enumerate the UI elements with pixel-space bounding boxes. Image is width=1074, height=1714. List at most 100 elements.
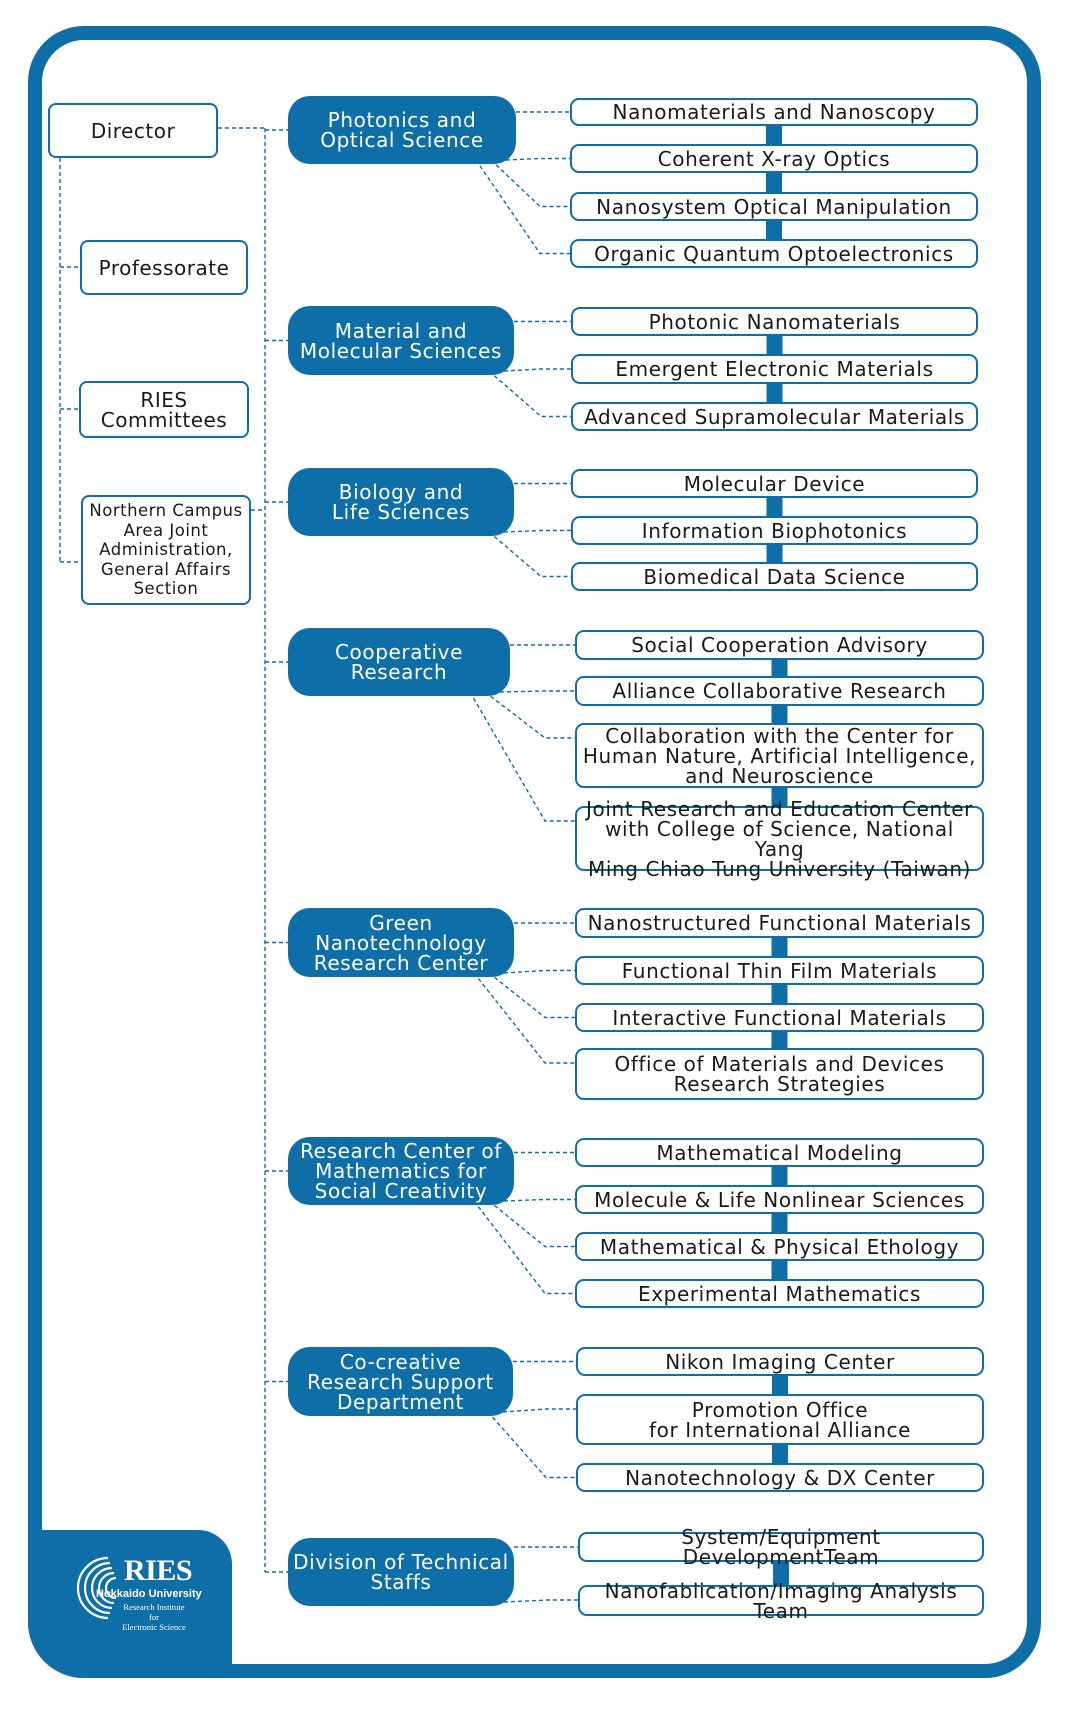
unit-5-4-label: Office of Materials and Devices Research… bbox=[614, 1052, 945, 1096]
unit-5-4: Office of Materials and Devices Research… bbox=[575, 1048, 984, 1100]
unit-link-1-3 bbox=[766, 173, 782, 192]
unit-1-3: Nanosystem Optical Manipulation bbox=[570, 192, 978, 221]
unit-2-1-label: Photonic Nanomaterials bbox=[648, 309, 901, 334]
unit-4-2: Alliance Collaborative Research bbox=[575, 676, 984, 706]
director-box: Director bbox=[48, 103, 218, 158]
unit-link-7-2 bbox=[772, 1376, 788, 1394]
unit-2-3: Advanced Supramolecular Materials bbox=[571, 402, 978, 431]
unit-6-4: Experimental Mathematics bbox=[575, 1279, 984, 1308]
unit-6-4-label: Experimental Mathematics bbox=[637, 1281, 921, 1306]
dept-unit-link-8-2 bbox=[503, 1599, 578, 1603]
unit-5-1: Nanostructured Functional Materials bbox=[575, 908, 984, 938]
dept-unit-link-5-4 bbox=[473, 972, 575, 1064]
dept-unit-link-6-3 bbox=[488, 1200, 575, 1248]
dept-unit-link-6-2 bbox=[503, 1198, 575, 1202]
unit-4-4: Joint Research and Education Center with… bbox=[575, 799, 984, 879]
admin-section-box-label: Northern Campus Area Joint Administratio… bbox=[89, 501, 243, 599]
committees-box: RIES Committees bbox=[79, 381, 249, 438]
department-4-label: Cooperative Research bbox=[334, 640, 464, 684]
unit-8-1-label: System/Equipment DevelopmentTeam bbox=[681, 1525, 881, 1569]
department-8-label: Division of Technical Staffs bbox=[293, 1550, 509, 1594]
unit-3-3: Biomedical Data Science bbox=[571, 562, 978, 591]
unit-4-1-label: Social Cooperation Advisory bbox=[631, 633, 928, 657]
unit-6-1-label: Mathematical Modeling bbox=[656, 1140, 903, 1165]
dept-unit-link-5-2 bbox=[503, 969, 575, 974]
unit-link-6-4 bbox=[771, 1261, 788, 1279]
unit-5-2: Functional Thin Film Materials bbox=[575, 956, 984, 985]
department-8: Division of Technical Staffs bbox=[288, 1538, 514, 1606]
unit-link-5-3 bbox=[771, 985, 788, 1003]
dept-unit-link-4-2 bbox=[499, 690, 575, 693]
unit-1-4: Organic Quantum Optoelectronics bbox=[570, 239, 978, 268]
unit-7-2: Promotion Office for International Allia… bbox=[576, 1394, 984, 1445]
dept-unit-link-4-4 bbox=[469, 691, 575, 822]
unit-3-2: Information Biophotonics bbox=[571, 516, 978, 545]
department-6: Research Center of Mathematics for Socia… bbox=[288, 1137, 514, 1205]
unit-link-1-4 bbox=[766, 221, 782, 239]
logo-subtitle: Research Institute for Electronic Scienc… bbox=[122, 1602, 186, 1632]
unit-1-1: Nanomaterials and Nanoscopy bbox=[570, 98, 978, 126]
unit-6-3-label: Mathematical & Physical Ethology bbox=[599, 1234, 960, 1259]
unit-7-3: Nanotechnology & DX Center bbox=[576, 1463, 984, 1492]
unit-7-3-label: Nanotechnology & DX Center bbox=[625, 1465, 935, 1490]
dept-unit-link-2-3 bbox=[488, 370, 571, 418]
unit-1-2-label: Coherent X-ray Optics bbox=[657, 146, 891, 171]
dept-unit-link-1-4 bbox=[475, 159, 570, 255]
unit-7-1-label: Nikon Imaging Center bbox=[665, 1349, 895, 1374]
unit-link-4-3 bbox=[771, 706, 788, 723]
department-7: Co-creative Research Support Department bbox=[288, 1347, 513, 1416]
unit-8-2-label: Nanofablication/Imaging Analysis Team bbox=[604, 1578, 958, 1623]
unit-link-3-2 bbox=[766, 498, 783, 516]
unit-8-2: Nanofablication/Imaging Analysis Team bbox=[578, 1581, 984, 1621]
unit-2-2: Emergent Electronic Materials bbox=[571, 354, 978, 384]
unit-6-2-label: Molecule & Life Nonlinear Sciences bbox=[594, 1187, 965, 1212]
unit-link-6-2 bbox=[771, 1167, 788, 1185]
unit-4-1: Social Cooperation Advisory bbox=[575, 630, 984, 660]
unit-link-4-4 bbox=[771, 788, 788, 806]
unit-1-2: Coherent X-ray Optics bbox=[570, 144, 978, 173]
logo-panel bbox=[28, 1530, 232, 1678]
department-5-label: Green Nanotechnology Research Center bbox=[313, 910, 489, 975]
professorate-box: Professorate bbox=[80, 240, 248, 295]
unit-2-1: Photonic Nanomaterials bbox=[571, 307, 978, 336]
unit-3-1-label: Molecular Device bbox=[683, 471, 866, 496]
dept-unit-link-3-3 bbox=[488, 531, 571, 578]
department-7-label: Co-creative Research Support Department bbox=[307, 1349, 494, 1414]
dept-unit-link-7-2 bbox=[502, 1408, 576, 1413]
unit-5-3-label: Interactive Functional Materials bbox=[612, 1005, 947, 1030]
committees-box-label: RIES Committees bbox=[100, 387, 228, 432]
unit-6-3: Mathematical & Physical Ethology bbox=[575, 1232, 984, 1261]
logo-university: Hokkaido University bbox=[96, 1588, 202, 1600]
unit-5-3: Interactive Functional Materials bbox=[575, 1003, 984, 1032]
department-6-label: Research Center of Mathematics for Socia… bbox=[300, 1139, 502, 1203]
unit-2-2-label: Emergent Electronic Materials bbox=[615, 357, 934, 381]
dept-unit-link-1-2 bbox=[505, 157, 570, 161]
department-1: Photonics and Optical Science bbox=[288, 96, 516, 164]
dept-unit-link-6-4 bbox=[473, 1200, 575, 1295]
unit-link-5-2 bbox=[771, 938, 788, 956]
unit-8-1: System/Equipment DevelopmentTeam bbox=[578, 1527, 984, 1567]
unit-link-1-2 bbox=[766, 126, 782, 144]
department-4: Cooperative Research bbox=[288, 628, 510, 696]
unit-1-3-label: Nanosystem Optical Manipulation bbox=[596, 194, 952, 219]
dept-unit-link-2-2 bbox=[503, 368, 571, 372]
unit-2-3-label: Advanced Supramolecular Materials bbox=[584, 404, 965, 429]
dept-unit-link-7-3 bbox=[487, 1411, 576, 1479]
ries-logo-emblem-icon bbox=[76, 1556, 117, 1620]
unit-link-6-3 bbox=[771, 1214, 788, 1232]
unit-7-1: Nikon Imaging Center bbox=[576, 1347, 984, 1376]
unit-6-2: Molecule & Life Nonlinear Sciences bbox=[575, 1185, 984, 1214]
unit-4-3: Collaboration with the Center for Human … bbox=[575, 723, 984, 788]
director-box-label: Director bbox=[90, 118, 176, 143]
unit-link-5-4 bbox=[771, 1032, 788, 1048]
unit-link-8-2 bbox=[773, 1562, 789, 1585]
unit-3-1: Molecular Device bbox=[571, 469, 978, 498]
unit-4-4-label: Joint Research and Education Center with… bbox=[586, 796, 973, 881]
unit-1-1-label: Nanomaterials and Nanoscopy bbox=[612, 100, 936, 124]
unit-3-2-label: Information Biophotonics bbox=[641, 518, 908, 543]
department-2: Material and Molecular Sciences bbox=[288, 306, 514, 375]
ries-logo: RIES Hokkaido University Research Instit… bbox=[66, 1556, 216, 1660]
unit-1-4-label: Organic Quantum Optoelectronics bbox=[594, 241, 954, 266]
unit-link-4-2 bbox=[771, 660, 788, 676]
